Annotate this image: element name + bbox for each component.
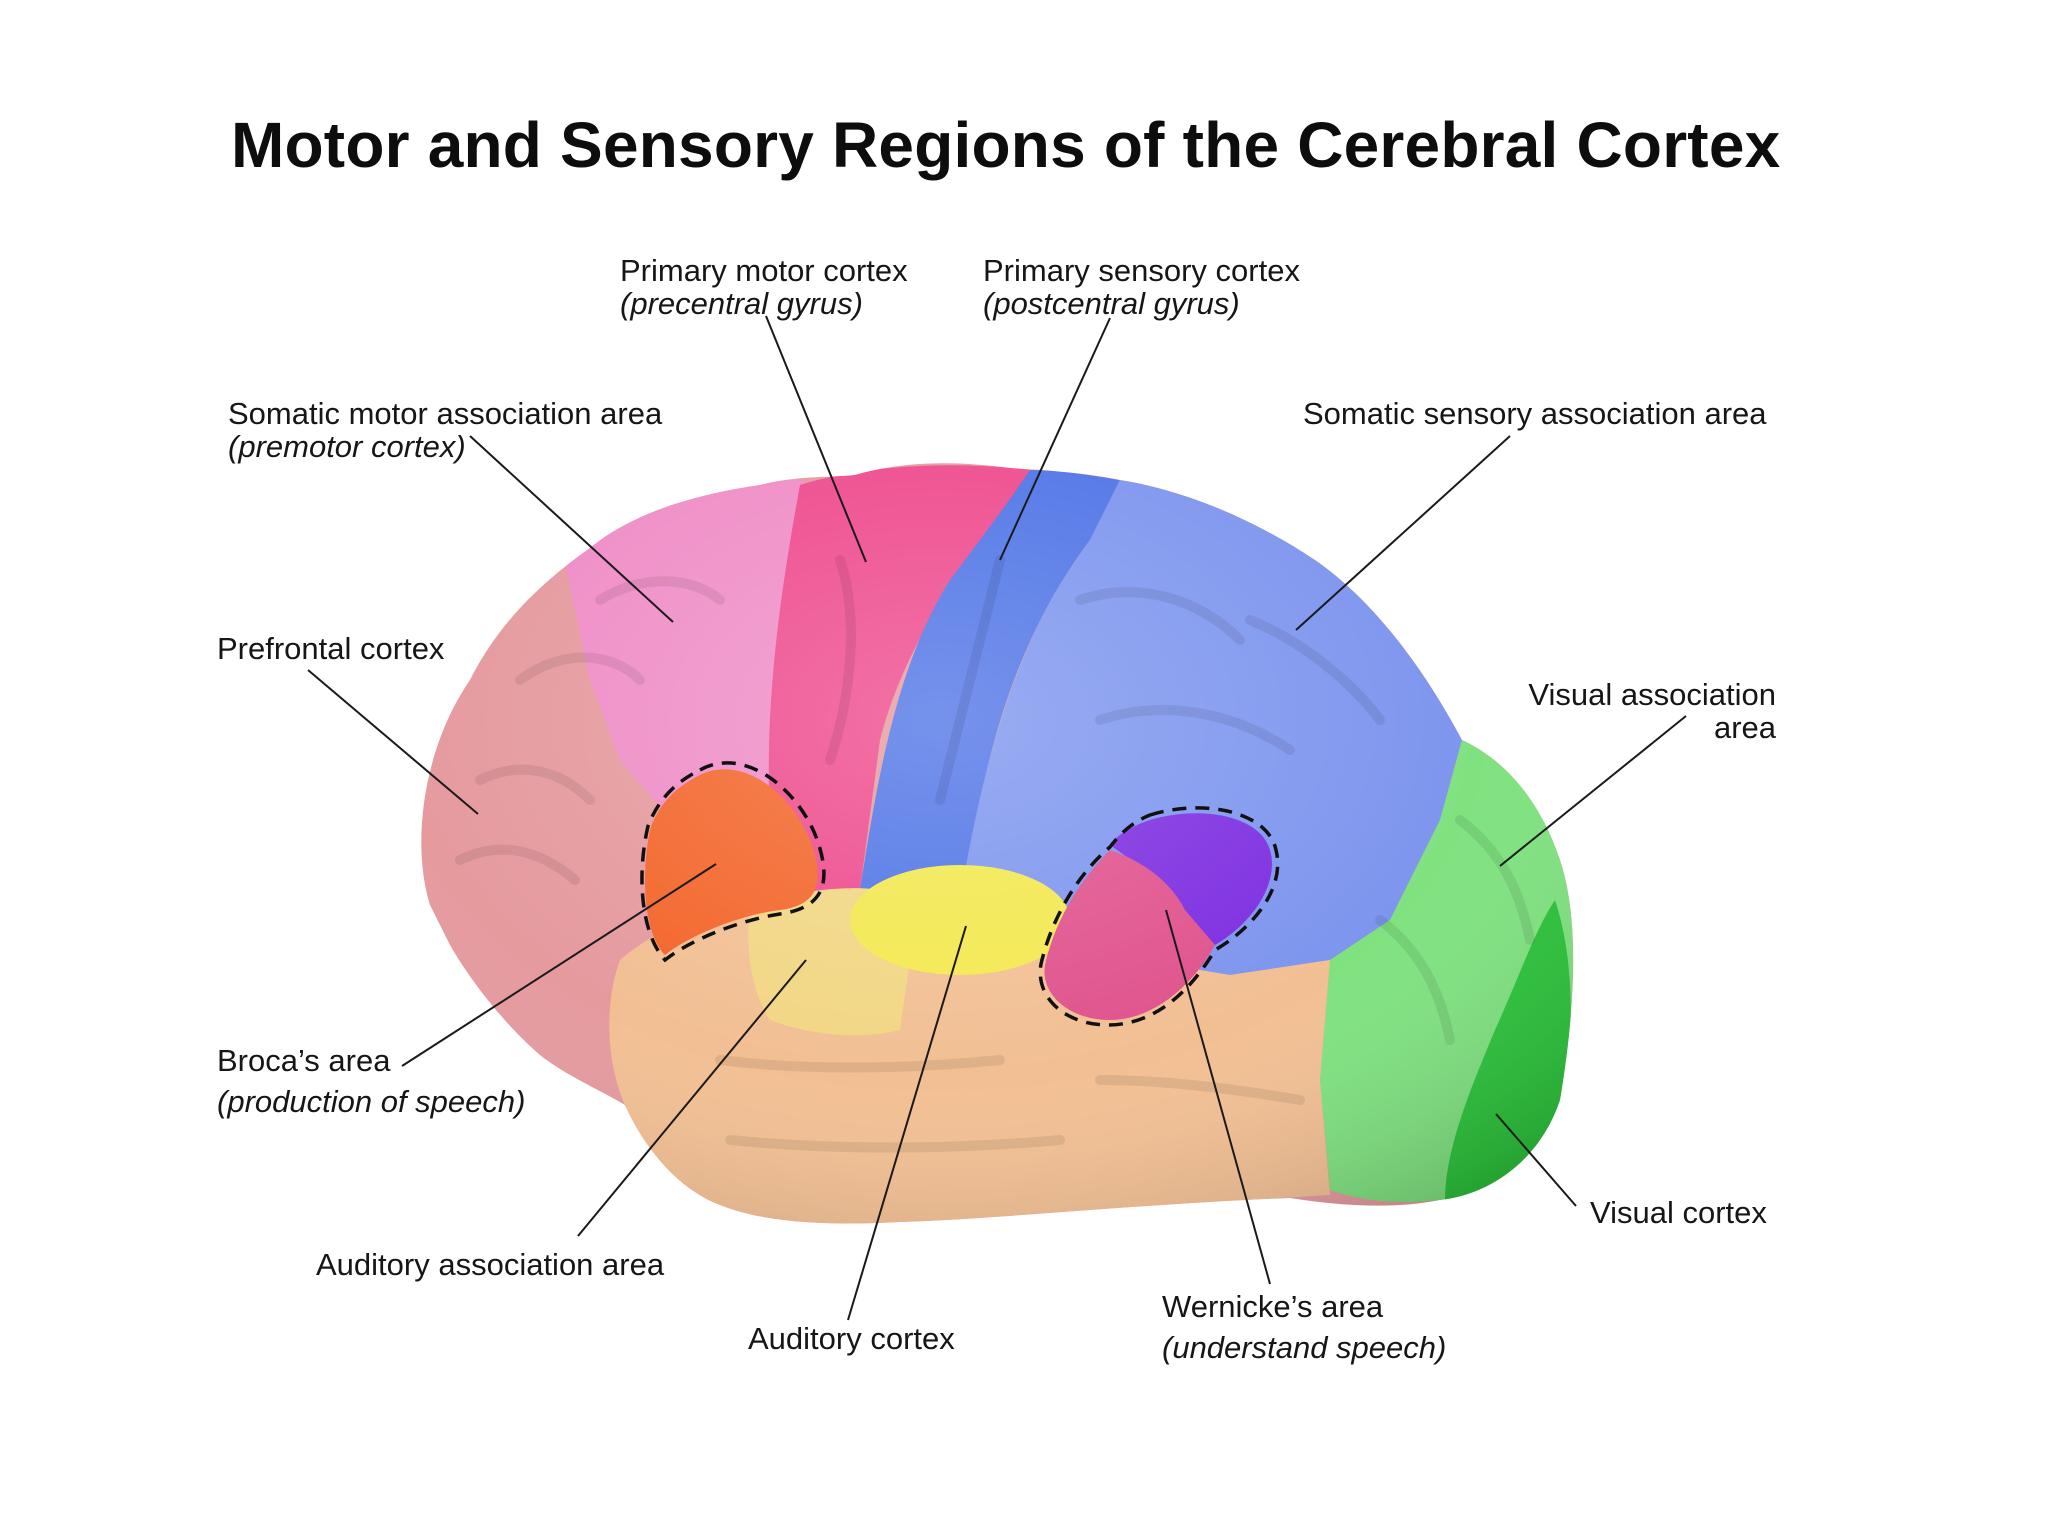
leader-line-broca [401, 863, 717, 1067]
label-name: Somatic motor association area [228, 396, 663, 431]
label-detail: (postcentral gyrus) [983, 286, 1240, 321]
broca-outline [640, 761, 826, 963]
page-title: Motor and Sensory Regions of the Cerebra… [231, 109, 1781, 181]
label-auditory-association-area: Auditory association area [316, 1248, 664, 1281]
label-wernickes-area: Wernicke’s area (understand speech) [1162, 1290, 1446, 1364]
label-name: Visual cortex [1590, 1195, 1767, 1230]
leader-line-primary-motor [765, 315, 867, 563]
label-primary-sensory-cortex: Primary sensory cortex (postcentral gyru… [983, 254, 1300, 320]
label-line-2: area [1713, 710, 1776, 745]
label-primary-motor-cortex: Primary motor cortex (precentral gyrus) [620, 254, 908, 320]
label-brocas-area: Broca’s area (production of speech) [217, 1044, 525, 1118]
label-detail: (precentral gyrus) [620, 286, 863, 321]
leader-line-wernicke [1165, 909, 1271, 1285]
leader-lines [307, 315, 1687, 1321]
label-name: Auditory association area [316, 1247, 665, 1282]
label-name: Auditory cortex [748, 1321, 955, 1356]
leader-line-prefrontal [307, 669, 479, 815]
label-visual-cortex: Visual cortex [1590, 1196, 1767, 1229]
leader-line-visual-association [1499, 715, 1687, 867]
label-line-1: Visual association [1528, 677, 1776, 712]
label-auditory-cortex: Auditory cortex [748, 1322, 955, 1355]
label-name: Somatic sensory association area [1303, 396, 1767, 431]
leader-line-auditory-association [577, 959, 807, 1237]
leader-line-primary-sensory [999, 317, 1111, 561]
label-somatic-sensory-association-area: Somatic sensory association area [1303, 397, 1767, 430]
label-detail: (production of speech) [217, 1084, 526, 1119]
label-name: Wernicke’s area [1162, 1289, 1384, 1324]
leader-line-visual-cortex [1495, 1113, 1577, 1207]
label-prefrontal-cortex: Prefrontal cortex [217, 632, 444, 665]
label-name: Prefrontal cortex [217, 631, 445, 666]
wernicke-outline [1038, 806, 1280, 1027]
label-name: Primary motor cortex [620, 253, 908, 288]
leader-line-somatic-sensory-association [1295, 435, 1511, 631]
leader-line-auditory-cortex [847, 925, 967, 1321]
leader-line-somatic-motor-association [469, 435, 674, 623]
label-somatic-motor-association-area: Somatic motor association area (premotor… [228, 397, 662, 463]
label-detail: (understand speech) [1162, 1330, 1447, 1365]
label-name: Primary sensory cortex [983, 253, 1300, 288]
label-visual-association-area: Visual association area [1500, 678, 1776, 744]
label-detail: (premotor cortex) [228, 429, 466, 464]
gyri-texture [455, 555, 1535, 1153]
label-name: Broca’s area [217, 1043, 391, 1078]
